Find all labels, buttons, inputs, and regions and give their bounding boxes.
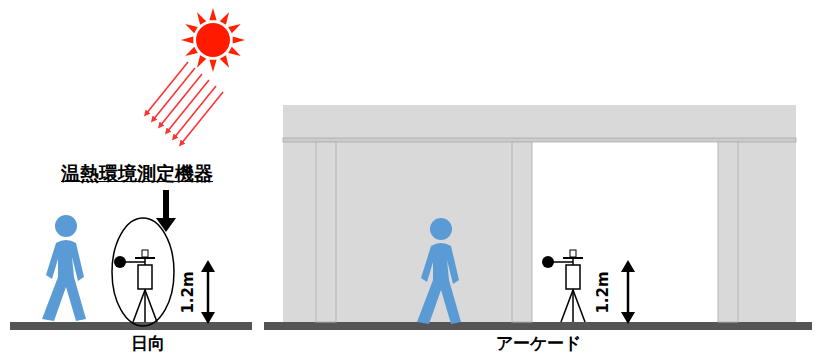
panel-caption: 日向 [131,335,165,352]
measurement-device [542,250,585,322]
ground [10,322,252,330]
sun [181,8,245,72]
arcade [283,105,796,322]
height-arrow [621,260,635,324]
measurement-device [114,250,157,322]
pedestrian [417,218,461,324]
dimension-label: 1.2m [180,271,195,313]
callout-label: 温熱環境測定機器 [61,164,213,183]
pedestrian [42,215,86,321]
dimension-label: 1.2m [595,271,610,313]
height-arrow [201,260,215,324]
ground [264,322,812,330]
highlight-ellipse [112,218,174,326]
panel-caption: アーケード [496,335,581,352]
sun-rays [146,62,223,144]
callout-arrow [156,190,176,232]
